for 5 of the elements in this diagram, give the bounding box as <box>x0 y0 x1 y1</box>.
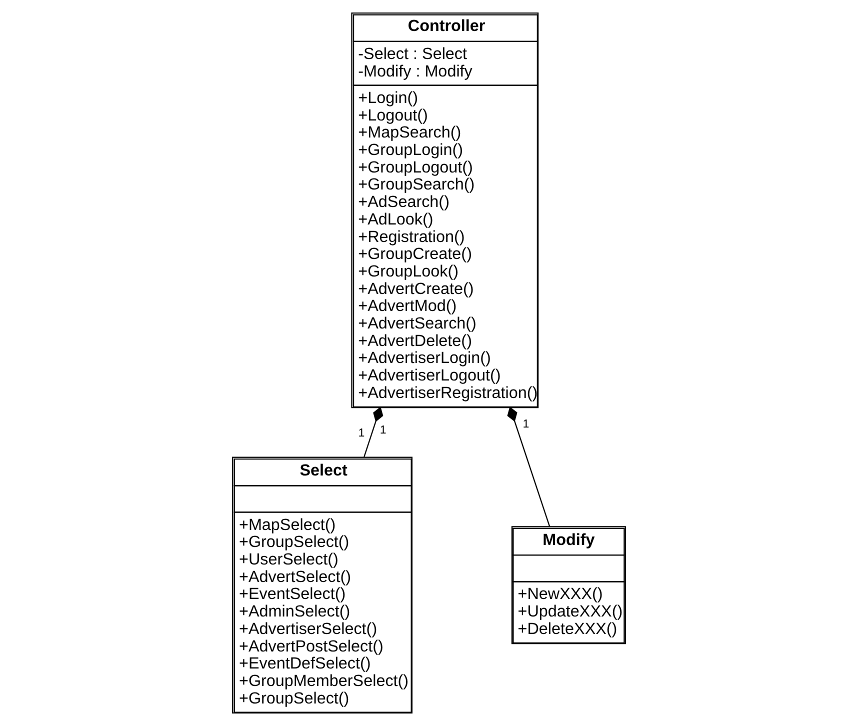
label: 1 <box>522 418 529 430</box>
label: 1 <box>379 424 386 437</box>
connector <box>363 406 383 457</box>
label: 1 <box>358 428 364 440</box>
connector <box>506 406 550 527</box>
